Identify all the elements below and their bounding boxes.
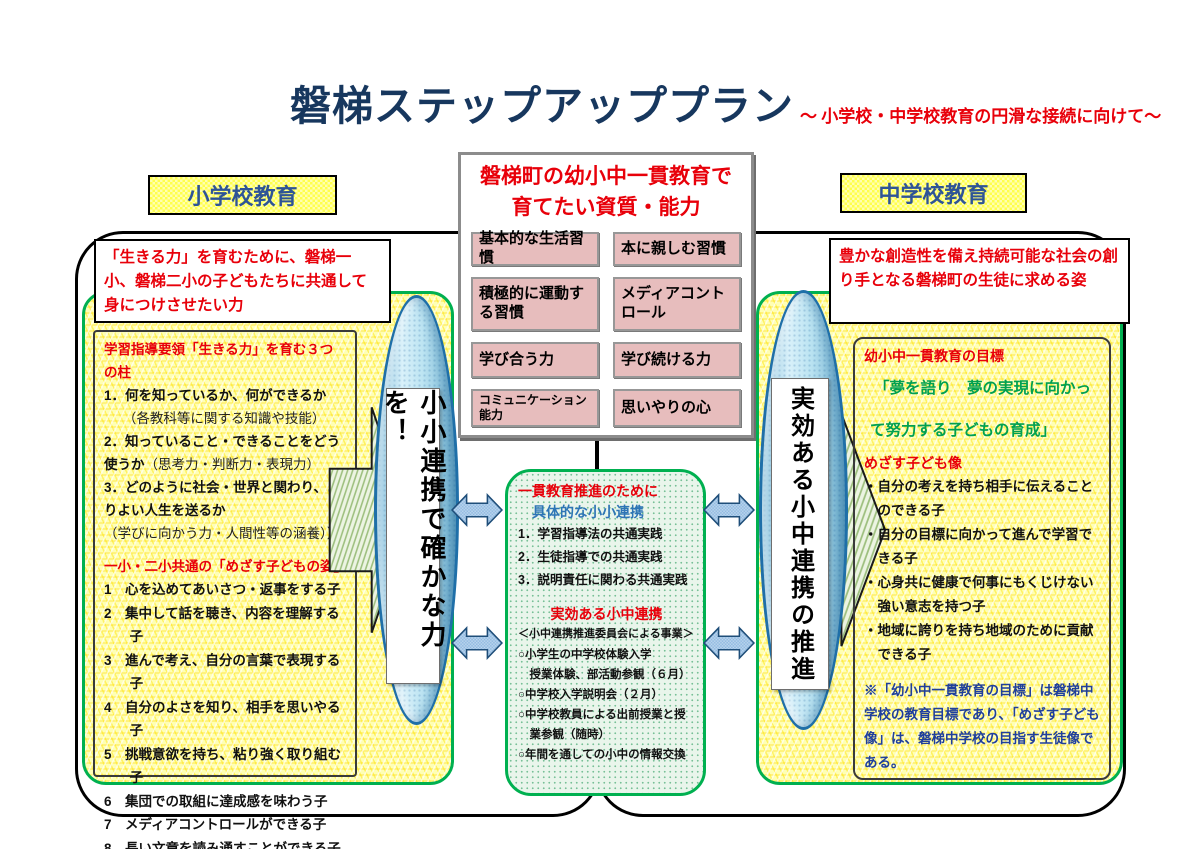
page-title: 磐梯ステップアッププラン ～ 小学校・中学校教育の円滑な接続に向けて～: [290, 86, 1161, 127]
quality-item: コミュニケーション能力: [471, 389, 599, 427]
green-box-header: 一貫教育推進のために: [518, 483, 658, 499]
double-arrow-icon: [703, 492, 755, 528]
cooperation-plan-box: 一貫教育推進のために 具体的な小小連携 1．学習指導法の共通実践 2．生徒指導で…: [505, 469, 706, 796]
es-jhs-cooperation-text: 実効ある小中連携の推進: [786, 385, 813, 683]
plan-title: 磐梯ステップアッププラン: [290, 83, 794, 129]
vision-item: ・心身共に健康で何事にもくじけない強い意志を持つ子: [864, 575, 1094, 614]
junior-high-detail-box: 幼小中一貫教育の目標 「夢を語り 夢の実現に向かって努力する子どもの育成」 めざ…: [853, 337, 1111, 780]
quality-item: 学び続ける力: [613, 342, 741, 378]
goal-item: 3 進んで考え、自分の言葉で表現する子: [104, 652, 341, 692]
committee-label: ＜小中連携推進委員会による事業＞: [518, 627, 694, 640]
activity-item: ○中学校入学説明会（２月）: [518, 689, 663, 702]
quality-item: 思いやりの心: [613, 389, 741, 427]
goal-item: 7 メディアコントロールができる子: [104, 817, 327, 832]
label-elementary-education: 小学校教育: [148, 175, 337, 215]
elementary-intro-box: 「生きる力」を育むために、磐梯一小、磐梯二小の子どもたちに共通して身につけさせた…: [94, 239, 391, 323]
qualities-grid: 基本的な生活習慣 本に親しむ習慣 積極的に運動する習慣 メディアコントロール 学…: [471, 230, 741, 427]
footnote-text: ※「幼小中一貫教育の目標」は磐梯中学校の教育目標であり、「めざす子ども像」は、磐…: [864, 683, 1100, 770]
spacer: [104, 545, 346, 555]
quality-item: メディアコントロール: [613, 277, 741, 331]
pillars-header: 学習指導要領「生きる力」を育む３つの柱: [104, 342, 334, 380]
quality-item: 本に親しむ習慣: [613, 232, 741, 266]
goal-item: 2 集中して話を聴き、内容を理解する子: [104, 605, 340, 645]
goal-item: 5 挑戦意欲を持ち、粘り強く取り組む子: [104, 746, 342, 786]
label-junior-high-text: 中学校教育: [878, 182, 989, 207]
elementary-cooperation-banner: 小小連携で確かな力を！: [380, 388, 446, 684]
practice-item: 2．生徒指導での共通実践: [518, 549, 663, 564]
goal-item: 6 集団での取組に達成感を味わう子: [104, 793, 328, 809]
junior-high-intro-text: 豊かな創造性を備え持続可能な社会の創り手となる磐梯町の生徒に求める姿: [839, 248, 1119, 290]
green-box-header2: 実効ある小中連携: [550, 605, 663, 622]
double-arrow-icon: [451, 492, 503, 528]
qualities-box: 磐梯町の幼小中一貫教育で 育てたい資質・能力 基本的な生活習慣 本に親しむ習慣 …: [458, 152, 754, 438]
vision-header: めざす子ども像: [864, 455, 962, 471]
education-goal-text: 「夢を語り 夢の実現に向かって努力する子どもの育成」: [870, 380, 1092, 439]
vision-item: ・自分の目標に向かって進んで学習できる子: [864, 527, 1093, 566]
green-box-subheader: 具体的な小小連携: [532, 503, 644, 520]
activity-item: ○小学生の中学校体験入学: [518, 648, 652, 661]
quality-item: 基本的な生活習慣: [471, 230, 599, 266]
label-elementary-text: 小学校教育: [187, 184, 298, 209]
elementary-intro-text: 「生きる力」を育むために、磐梯一小、磐梯二小の子どもたちに共通して身につけさせた…: [104, 249, 368, 315]
qualities-title: 磐梯町の幼小中一貫教育で 育てたい資質・能力: [471, 161, 741, 223]
junior-high-intro-box: 豊かな創造性を備え持続可能な社会の創り手となる磐梯町の生徒に求める姿: [829, 238, 1130, 324]
pillar-1: 1．何を知っているか、何ができるか: [104, 388, 327, 403]
practice-item: 1．学習指導法の共通実践: [518, 526, 663, 541]
goal-item: 4 自分のよさを知り、相手を思いやる子: [104, 699, 341, 739]
quality-item: 学び合う力: [471, 342, 599, 378]
elementary-cooperation-text: 小小連携で確かな力を！: [380, 389, 446, 650]
pillar-1-note: （各教科等に関する知識や技能）: [122, 411, 326, 426]
quality-item: 積極的に運動する習慣: [471, 277, 599, 331]
activity-item: ○中学校教員による出前授業と授業参観（随時）: [518, 709, 686, 742]
pillar-2: 2．知っていること・できることをどう使うか（思考力・判断力・表現力）: [104, 430, 346, 476]
vision-item: ・自分の考えを持ち相手に伝えることのできる子: [864, 479, 1094, 518]
es-jhs-cooperation-banner: 実効ある小中連携の推進: [771, 378, 829, 690]
pillar-2-note: （思考力・判断力・表現力）: [144, 457, 321, 472]
goal-item: 1 心を込めてあいさつ・返事をする子: [104, 582, 341, 597]
goal-header: 幼小中一貫教育の目標: [864, 348, 1004, 364]
qualities-title-line2: 育てたい資質・能力: [511, 196, 701, 219]
double-arrow-icon: [451, 625, 503, 661]
practice-item: 3．説明責任に関わる共通実践: [518, 572, 688, 587]
vision-item: ・地域に誇りを持ち地域のために貢献できる子: [864, 623, 1094, 662]
activity-item: 授業体験、部活動参観（６月）: [518, 668, 691, 681]
double-arrow-icon: [703, 625, 755, 661]
pillar-3-note: （学びに向かう力・人間性等の涵養））: [104, 526, 341, 541]
vertical-connector-line: [595, 438, 599, 471]
pillar-3: 3．どのように社会・世界と関わり、よりよい人生を送るか: [104, 480, 341, 518]
qualities-title-line1: 磐梯町の幼小中一貫教育で: [480, 165, 732, 188]
plan-subtitle: ～ 小学校・中学校教育の円滑な接続に向けて～: [800, 106, 1162, 126]
elementary-detail-box: 学習指導要領「生きる力」を育む３つの柱 1．何を知っているか、何ができるか （各…: [93, 330, 357, 849]
label-junior-high-education: 中学校教育: [840, 173, 1027, 213]
pillar-2-text: 2．知っていること・できることをどう使うか: [104, 434, 341, 472]
goals-header: 一小・二小共通の「めざす子どもの姿」: [104, 559, 347, 574]
activity-item: ○年間を通しての小中の情報交換: [518, 749, 686, 762]
goal-item: 8 長い文章を読み通すことができる子: [104, 840, 341, 849]
